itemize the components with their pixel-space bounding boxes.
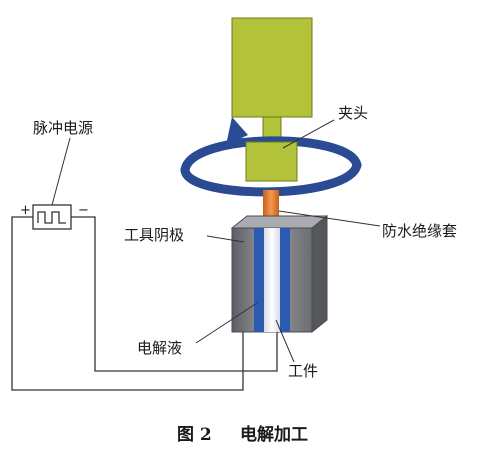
- leader-lines: [195, 119, 381, 363]
- workpiece-label: 工件: [288, 362, 318, 380]
- waterproof-sleeve-label: 防水绝缘套: [382, 222, 457, 240]
- chuck: [245, 141, 298, 182]
- electrolyte-channel-right: [280, 228, 290, 332]
- rotation-arrow-head: [226, 117, 248, 145]
- spindle-motor: [231, 17, 313, 118]
- negative-terminal-label: −: [78, 203, 89, 218]
- workpiece: [264, 228, 280, 332]
- power-supply-label: 脉冲电源: [33, 119, 93, 137]
- electrolyte-channel-left: [254, 228, 264, 332]
- square-wave-icon: [37, 211, 66, 224]
- circuit-wires: [11, 216, 278, 391]
- electrolyte-label: 电解液: [137, 339, 182, 357]
- tool-cathode-label: 工具阴极: [124, 226, 184, 244]
- rotation-arrow-back: [180, 136, 362, 175]
- chuck-label: 夹头: [338, 104, 368, 122]
- power-supply-leader: [51, 137, 71, 206]
- figure-number: 图 2: [177, 425, 212, 445]
- pulse-power-supply: [32, 204, 72, 230]
- figure-title: 电解加工: [240, 424, 308, 445]
- positive-terminal-label: +: [20, 203, 31, 218]
